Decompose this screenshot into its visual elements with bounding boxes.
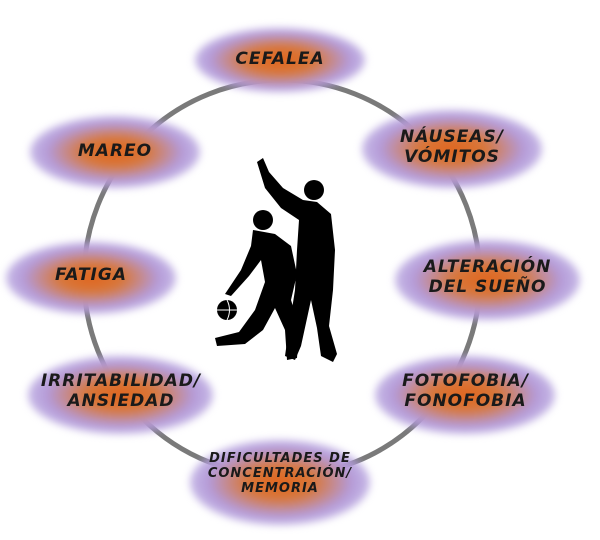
symptom-label-cefalea: CEFALEA (235, 49, 325, 69)
symptom-blob-alteracion-sueno (395, 240, 580, 320)
symptom-label-irritabilidad-ansiedad: IRRITABILIDAD/ ANSIEDAD (40, 371, 202, 411)
symptom-label-fotofobia-fonofobia: FOTOFOBIA/ FONOFOBIA (402, 371, 529, 411)
symptom-blob-irritabilidad-ansiedad (28, 356, 213, 434)
symptom-blob-fotofobia-fonofobia (375, 356, 555, 434)
basketball-players-icon (215, 158, 337, 362)
symptom-label-dificultades-concentracion: DIFICULTADES DE CONCENTRACIÓN/ MEMORIA (207, 451, 353, 496)
symptom-blob-mareo (30, 116, 200, 188)
symptom-blob-fatiga (6, 242, 176, 314)
symptom-blob-cefalea (195, 28, 365, 92)
symptom-label-alteracion-sueno: ALTERACIÓN DEL SUEÑO (423, 257, 552, 297)
symptom-label-nauseas-vomitos: NÁUSEAS/ VÓMITOS (400, 127, 504, 167)
symptom-blob-dificultades-concentracion (190, 440, 370, 525)
symptom-label-fatiga: FATIGA (55, 265, 127, 285)
symptom-blob-nauseas-vomitos (362, 110, 542, 188)
symptom-label-mareo: MAREO (77, 141, 153, 161)
